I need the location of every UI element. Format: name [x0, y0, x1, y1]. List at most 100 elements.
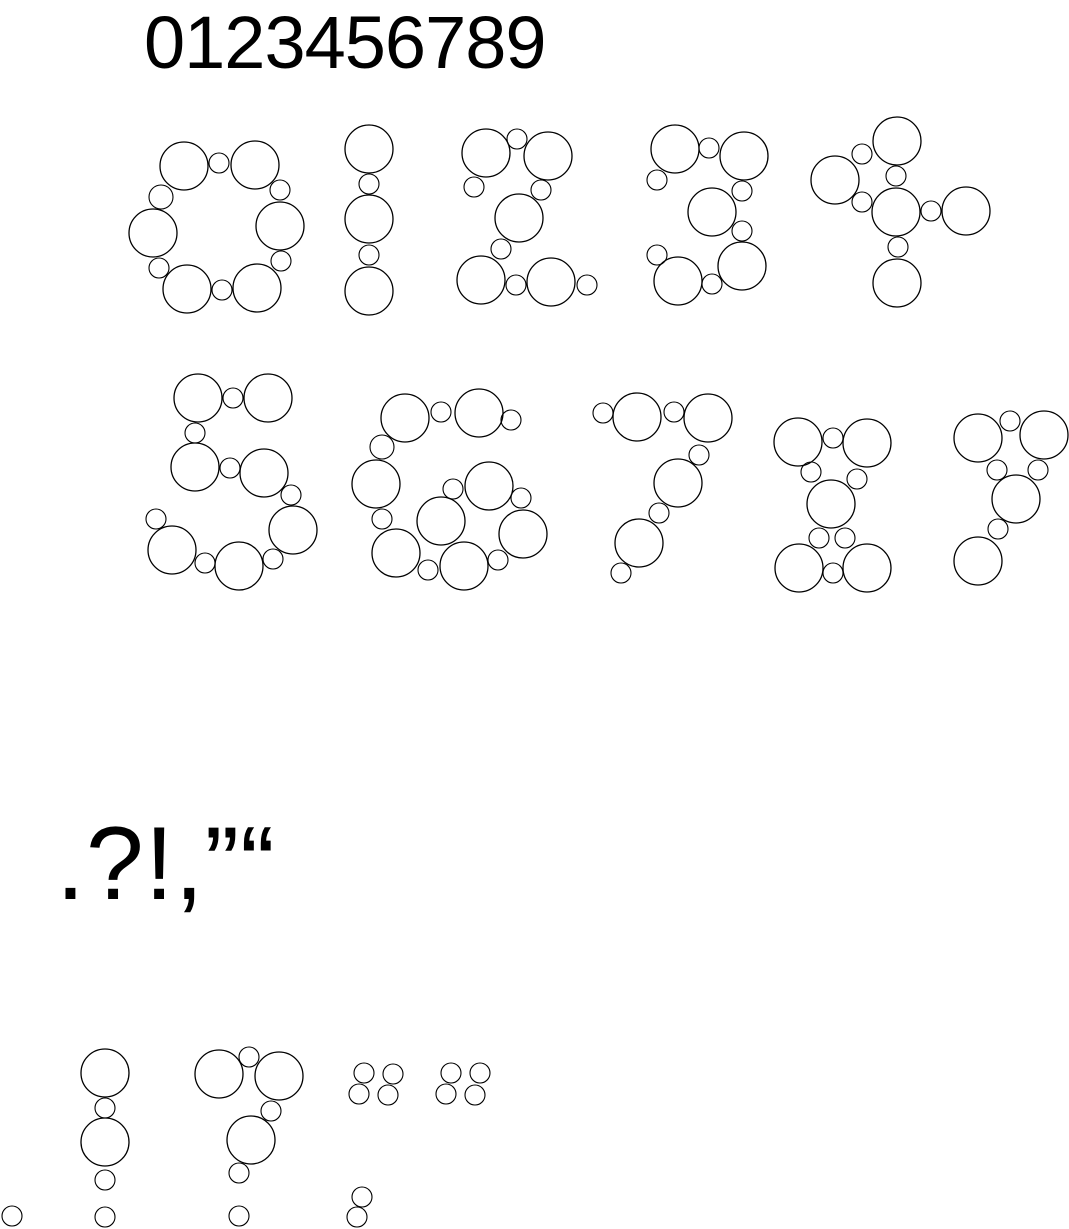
small-bubble	[377, 1084, 399, 1106]
large-bubble	[842, 543, 892, 593]
small-bubble	[846, 468, 868, 490]
glyph-digit-6	[351, 388, 548, 591]
small-bubble	[510, 487, 532, 509]
large-bubble	[872, 116, 922, 166]
large-bubble	[526, 257, 576, 307]
glyph-digit-2	[456, 128, 598, 307]
small-bubble	[800, 461, 822, 483]
small-bubble	[228, 1205, 250, 1227]
large-bubble	[170, 442, 220, 492]
large-bubble	[80, 1048, 130, 1098]
large-bubble	[717, 241, 767, 291]
large-bubble	[871, 187, 921, 237]
large-bubble	[371, 528, 421, 578]
large-bubble	[683, 393, 733, 443]
small-bubble	[353, 1062, 375, 1084]
large-bubble	[941, 186, 991, 236]
large-bubble	[344, 266, 394, 316]
large-bubble	[523, 131, 573, 181]
large-bubble	[239, 448, 289, 498]
small-bubble	[506, 128, 528, 150]
punctuation-sample-text: .?!,”“	[56, 806, 276, 922]
glyph-exclamation	[80, 1048, 130, 1228]
large-bubble	[344, 124, 394, 174]
small-bubble	[280, 484, 302, 506]
small-bubble	[610, 562, 632, 584]
small-bubble	[885, 165, 907, 187]
glyph-comma	[346, 1186, 373, 1228]
large-bubble	[268, 505, 318, 555]
small-bubble	[530, 179, 552, 201]
small-bubble	[834, 527, 856, 549]
large-bubble	[232, 263, 282, 313]
small-bubble	[851, 143, 873, 165]
large-bubble	[806, 479, 856, 529]
small-bubble	[369, 434, 395, 460]
large-bubble	[461, 128, 511, 178]
small-bubble	[822, 562, 844, 584]
small-bubble	[576, 274, 598, 296]
small-bubble	[646, 244, 668, 266]
large-bubble	[498, 509, 548, 559]
large-bubble	[439, 541, 489, 591]
large-bubble	[464, 461, 514, 511]
small-bubble	[219, 457, 241, 479]
small-bubble	[1, 1205, 23, 1227]
small-bubble	[208, 152, 230, 174]
large-bubble	[650, 124, 700, 174]
small-bubble	[148, 257, 170, 279]
small-bubble	[731, 180, 753, 202]
small-bubble	[920, 200, 942, 222]
large-bubble	[194, 1049, 244, 1099]
glyph-close-quote	[348, 1062, 404, 1106]
glyph-question	[194, 1046, 304, 1227]
glyph-digit-8	[773, 417, 892, 593]
large-bubble	[687, 187, 737, 237]
small-bubble	[358, 173, 380, 195]
small-bubble	[822, 427, 844, 449]
small-bubble	[358, 244, 380, 266]
glyph-digit-1	[344, 124, 394, 316]
small-bubble	[592, 402, 614, 424]
large-bubble	[254, 1051, 304, 1101]
large-bubble	[1019, 410, 1069, 460]
small-bubble	[469, 1062, 491, 1084]
small-bubble	[94, 1169, 116, 1191]
large-bubble	[80, 1117, 130, 1167]
small-bubble	[238, 1046, 260, 1068]
large-bubble	[344, 194, 394, 244]
small-bubble	[211, 279, 233, 301]
glyph-digit-0	[128, 140, 305, 314]
glyph-open-quote	[435, 1062, 491, 1106]
small-bubble	[646, 169, 668, 191]
small-bubble	[987, 518, 1009, 540]
large-bubble	[991, 474, 1041, 524]
digits-sample-text: 0123456789	[144, 1, 547, 84]
large-bubble	[953, 413, 1003, 463]
small-bubble	[663, 401, 685, 423]
large-bubble	[774, 543, 824, 593]
small-bubble	[371, 508, 393, 530]
large-bubble	[243, 373, 293, 423]
small-bubble	[435, 1083, 457, 1105]
small-bubble	[348, 1083, 370, 1105]
small-bubble	[487, 549, 509, 571]
small-bubble	[260, 1100, 282, 1122]
small-bubble	[648, 502, 670, 524]
small-bubble	[270, 250, 292, 272]
large-bubble	[454, 388, 504, 438]
large-bubble	[614, 518, 664, 568]
small-bubble	[440, 1062, 462, 1084]
large-bubble	[173, 373, 223, 423]
small-bubble	[887, 236, 909, 258]
small-bubble	[701, 273, 723, 295]
small-bubble	[269, 179, 291, 201]
small-bubble	[148, 184, 174, 210]
small-bubble	[731, 220, 753, 242]
large-bubble	[456, 255, 506, 305]
small-bubble	[228, 1162, 250, 1184]
small-bubble	[94, 1206, 116, 1228]
large-bubble	[719, 131, 769, 181]
small-bubble	[490, 238, 512, 260]
